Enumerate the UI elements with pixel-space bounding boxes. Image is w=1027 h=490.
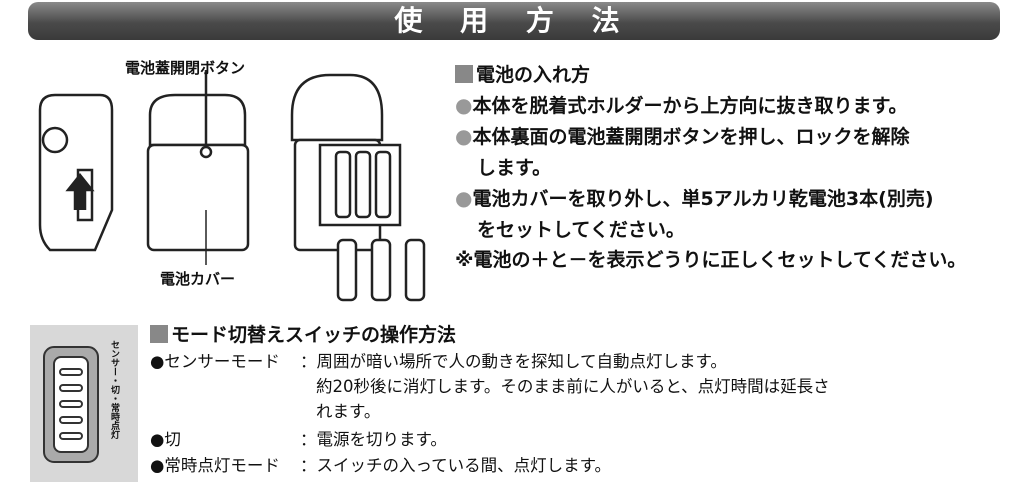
- mode-name: ●切: [150, 430, 181, 449]
- battery-cover-label: 電池カバー: [160, 270, 236, 288]
- battery-heading: 電池の入れ方: [476, 64, 591, 86]
- heading-square-icon: [150, 325, 168, 343]
- section-title-bar: 使 用 方 法: [28, 2, 1000, 40]
- mode-name: ●常時点灯モード: [150, 456, 280, 475]
- holder-illustration: [38, 93, 114, 252]
- battery-note: ※電池の＋と－を表示どうりに正しくセットしてください。: [455, 249, 967, 271]
- switch-side-label: センサー・切・常時点灯: [109, 340, 119, 439]
- device-back-illustration: [146, 70, 250, 265]
- mode-desc: ：周囲が暗い場所で人の動きを探知して自動点灯します。: [300, 352, 727, 371]
- battery-button-label: 電池蓋開閉ボタン: [125, 59, 246, 77]
- device-open-illustration: [290, 73, 426, 302]
- mode-desc: ：スイッチの入っている間、点灯します。: [300, 456, 612, 475]
- heading-square-icon: [455, 65, 473, 83]
- battery-step: 本体を脱着式ホルダーから上方向に抜き取ります。: [472, 95, 908, 117]
- mode-switch-illustration: [30, 325, 138, 482]
- battery-step: します。: [477, 157, 552, 179]
- battery-step: 本体裏面の電池蓋開閉ボタンを押し、ロックを解除: [472, 126, 910, 148]
- mode-name: ●センサーモード: [150, 352, 280, 371]
- device-illustrations: [38, 70, 426, 302]
- mode-desc: ：電源を切ります。: [300, 430, 447, 449]
- switch-heading: モード切替えスイッチの操作方法: [171, 324, 457, 346]
- battery-step: をセットしてください。: [477, 219, 685, 241]
- section-title: 使 用 方 法: [394, 4, 634, 37]
- mode-desc: 約20秒後に消灯します。そのまま前に人がいると、点灯時間は延長さ: [316, 377, 830, 396]
- battery-step: 電池カバーを取り外し、単5アルカリ乾電池3本(別売): [472, 188, 934, 210]
- mode-desc: れます。: [316, 402, 381, 421]
